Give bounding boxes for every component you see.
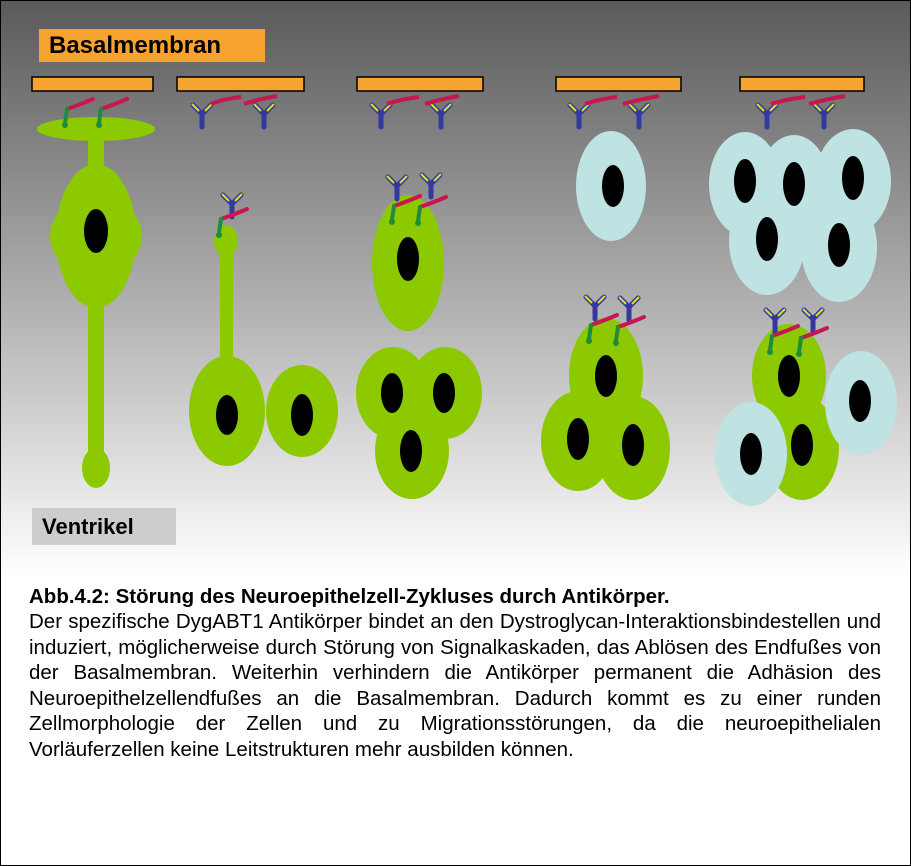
nucleus: [778, 355, 800, 397]
figure-caption: Abb.4.2: Störung des Neuroepithelzell-Zy…: [29, 584, 881, 762]
nucleus: [433, 373, 455, 413]
membrane-segment-1: [32, 77, 153, 91]
ventricular-foot: [82, 448, 110, 488]
caption-title: Abb.4.2: Störung des Neuroepithelzell-Zy…: [29, 584, 881, 609]
nucleus: [622, 424, 644, 466]
ventrikel-label: Ventrikel: [32, 508, 176, 545]
nucleus: [602, 165, 624, 207]
membrane-segment-5: [740, 77, 864, 91]
caption-body: Der spezifische DygABT1 Antikörper binde…: [29, 609, 881, 762]
nucleus: [381, 373, 403, 413]
nucleus: [400, 430, 422, 472]
nucleus: [740, 433, 762, 475]
nucleus: [567, 418, 589, 460]
nucleus: [791, 424, 813, 466]
schematic-diagram: [1, 1, 910, 576]
nucleus: [828, 223, 850, 267]
basal-process: [88, 301, 104, 466]
membrane-segment-4: [556, 77, 681, 91]
membrane-segment-2: [177, 77, 304, 91]
nucleus: [842, 156, 864, 200]
membrane-segment-3: [357, 77, 483, 91]
nucleus: [291, 394, 313, 436]
nucleus: [84, 209, 108, 253]
nucleus: [397, 237, 419, 281]
nucleus: [783, 162, 805, 206]
nucleus: [849, 380, 871, 422]
process: [220, 241, 233, 371]
nucleus: [216, 395, 238, 435]
nucleus: [756, 217, 778, 261]
nucleus: [734, 159, 756, 203]
basalmembran-label: Basalmembran: [39, 29, 265, 62]
nucleus: [595, 355, 617, 397]
